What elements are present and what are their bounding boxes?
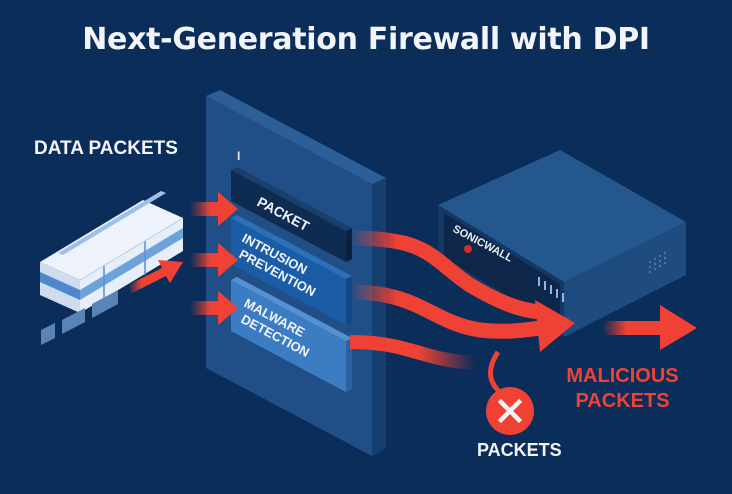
diagram-title: Next-Generation Firewall with DPI (82, 22, 650, 57)
arrow-right-icon (535, 300, 575, 352)
exit-arrow (603, 305, 697, 350)
input-arrow-1 (190, 192, 238, 226)
flow-arrow-middle (349, 284, 575, 352)
device-power-led (464, 245, 472, 253)
incoming-arrow (128, 260, 183, 293)
status-leds (538, 277, 564, 302)
flow-arrow-blocked (349, 335, 476, 370)
malicious-label-line1: MALICIOUS (566, 365, 679, 387)
flow-arrow-top (349, 230, 541, 320)
data-packets-label: DATA PACKETS (34, 138, 178, 159)
input-arrow-3 (190, 291, 238, 325)
firewall-marker: I (237, 149, 240, 163)
block-icon (486, 387, 534, 435)
input-arrow-2 (190, 243, 238, 277)
data-packet-bundle (40, 191, 184, 313)
close-x-icon (497, 398, 523, 424)
packet-fragments (41, 290, 118, 345)
blocked-packets-label: PACKETS (477, 440, 562, 460)
malicious-packets-label: MALICIOUS PACKETS (555, 364, 690, 414)
malicious-label-line2: PACKETS (575, 390, 670, 412)
